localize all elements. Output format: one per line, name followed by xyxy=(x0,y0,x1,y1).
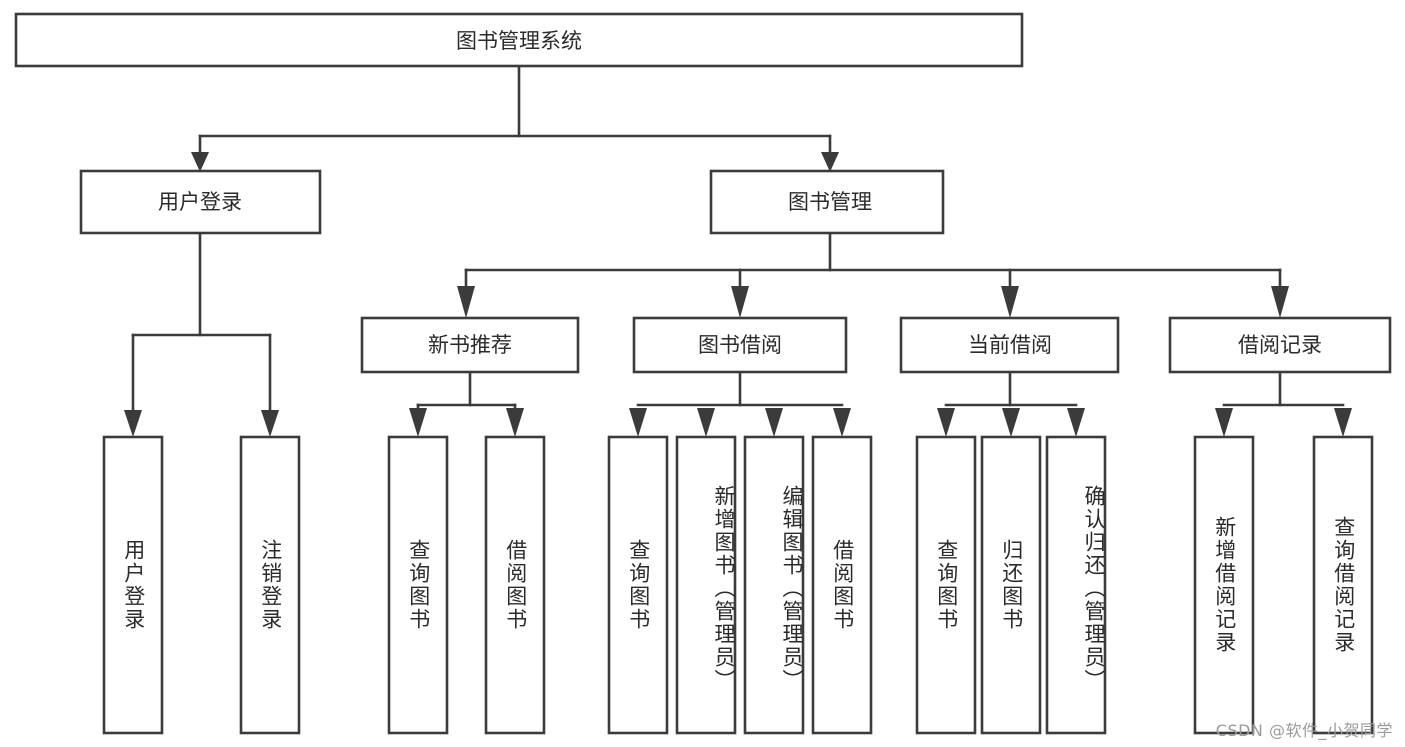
node-box-leaf-query-book-2[interactable] xyxy=(607,435,669,735)
node-box-user-login xyxy=(79,169,322,235)
node-borrow-record[interactable]: 借阅记录 xyxy=(1168,316,1392,374)
node-new-book-recommend[interactable]: 新书推荐 xyxy=(360,316,580,374)
arrow-to-leaf-query-book-1 xyxy=(409,408,427,437)
arrow-to-leaf-edit-book xyxy=(765,408,783,437)
node-box-current-borrow xyxy=(899,316,1120,374)
node-book-borrow[interactable]: 图书借阅 xyxy=(632,316,848,374)
watermark-text: CSDN @软件_小贺同学 xyxy=(1215,721,1393,740)
arrow-to-leaf-query-record xyxy=(1334,408,1352,437)
node-label-root: 图书管理系统 xyxy=(456,29,582,53)
node-box-leaf-edit-book[interactable] xyxy=(743,435,805,735)
node-label-new-book-recommend: 新书推荐 xyxy=(428,333,512,357)
arrow-to-leaf-user-login xyxy=(124,410,142,437)
node-box-leaf-user-login[interactable] xyxy=(102,435,164,735)
node-label-book-management: 图书管理 xyxy=(788,190,872,214)
node-box-book-management xyxy=(709,169,945,235)
node-box-leaf-add-book[interactable] xyxy=(675,435,737,735)
arrow-to-leaf-borrow-book-1 xyxy=(506,408,524,437)
node-book-management-system[interactable]: 图书管理系统 xyxy=(14,12,1024,68)
node-label-borrow-record: 借阅记录 xyxy=(1238,333,1322,357)
node-box-leaf-confirm-return[interactable] xyxy=(1045,435,1107,735)
node-box-leaf-borrow-book-2[interactable] xyxy=(811,435,873,735)
node-current-borrow[interactable]: 当前借阅 xyxy=(899,316,1120,374)
arrow-to-leaf-add-record xyxy=(1215,408,1233,437)
node-user-login[interactable]: 用户登录 xyxy=(79,169,322,235)
node-label-user-login: 用户登录 xyxy=(158,190,242,214)
arrow-to-leaf-query-book-2 xyxy=(629,408,647,437)
arrow-to-leaf-borrow-book-2 xyxy=(833,408,851,437)
arrow-to-leaf-logout-login xyxy=(261,410,279,437)
node-box-leaf-borrow-book-1[interactable] xyxy=(484,435,546,735)
node-box-root xyxy=(14,12,1024,68)
node-box-leaf-query-book-3[interactable] xyxy=(915,435,977,735)
node-box-leaf-query-book-1[interactable] xyxy=(387,435,449,735)
node-box-leaf-query-record[interactable] xyxy=(1312,435,1374,735)
arrow-to-borrow-record xyxy=(1271,286,1289,318)
arrow-to-book-management xyxy=(821,152,839,172)
node-label-current-borrow: 当前借阅 xyxy=(968,333,1052,357)
node-box-leaf-return-book[interactable] xyxy=(980,435,1042,735)
arrow-to-leaf-add-book xyxy=(697,408,715,437)
arrow-to-user-login xyxy=(191,152,209,172)
arrow-to-book-borrow xyxy=(731,286,749,318)
node-book-management[interactable]: 图书管理 xyxy=(709,169,945,235)
node-box-leaf-logout-login[interactable] xyxy=(239,435,301,735)
arrow-to-leaf-return-book xyxy=(1002,408,1020,437)
node-label-book-borrow: 图书借阅 xyxy=(698,333,782,357)
arrow-to-leaf-confirm-return xyxy=(1067,408,1085,437)
node-box-borrow-record xyxy=(1168,316,1392,374)
arrow-to-new-book-recommend xyxy=(457,286,475,318)
arrow-to-leaf-query-book-3 xyxy=(937,408,955,437)
node-box-new-book-recommend xyxy=(360,316,580,374)
connector-group xyxy=(124,64,1352,437)
arrow-to-current-borrow xyxy=(1001,286,1019,318)
node-box-leaf-add-record[interactable] xyxy=(1193,435,1255,735)
node-box-book-borrow xyxy=(632,316,848,374)
